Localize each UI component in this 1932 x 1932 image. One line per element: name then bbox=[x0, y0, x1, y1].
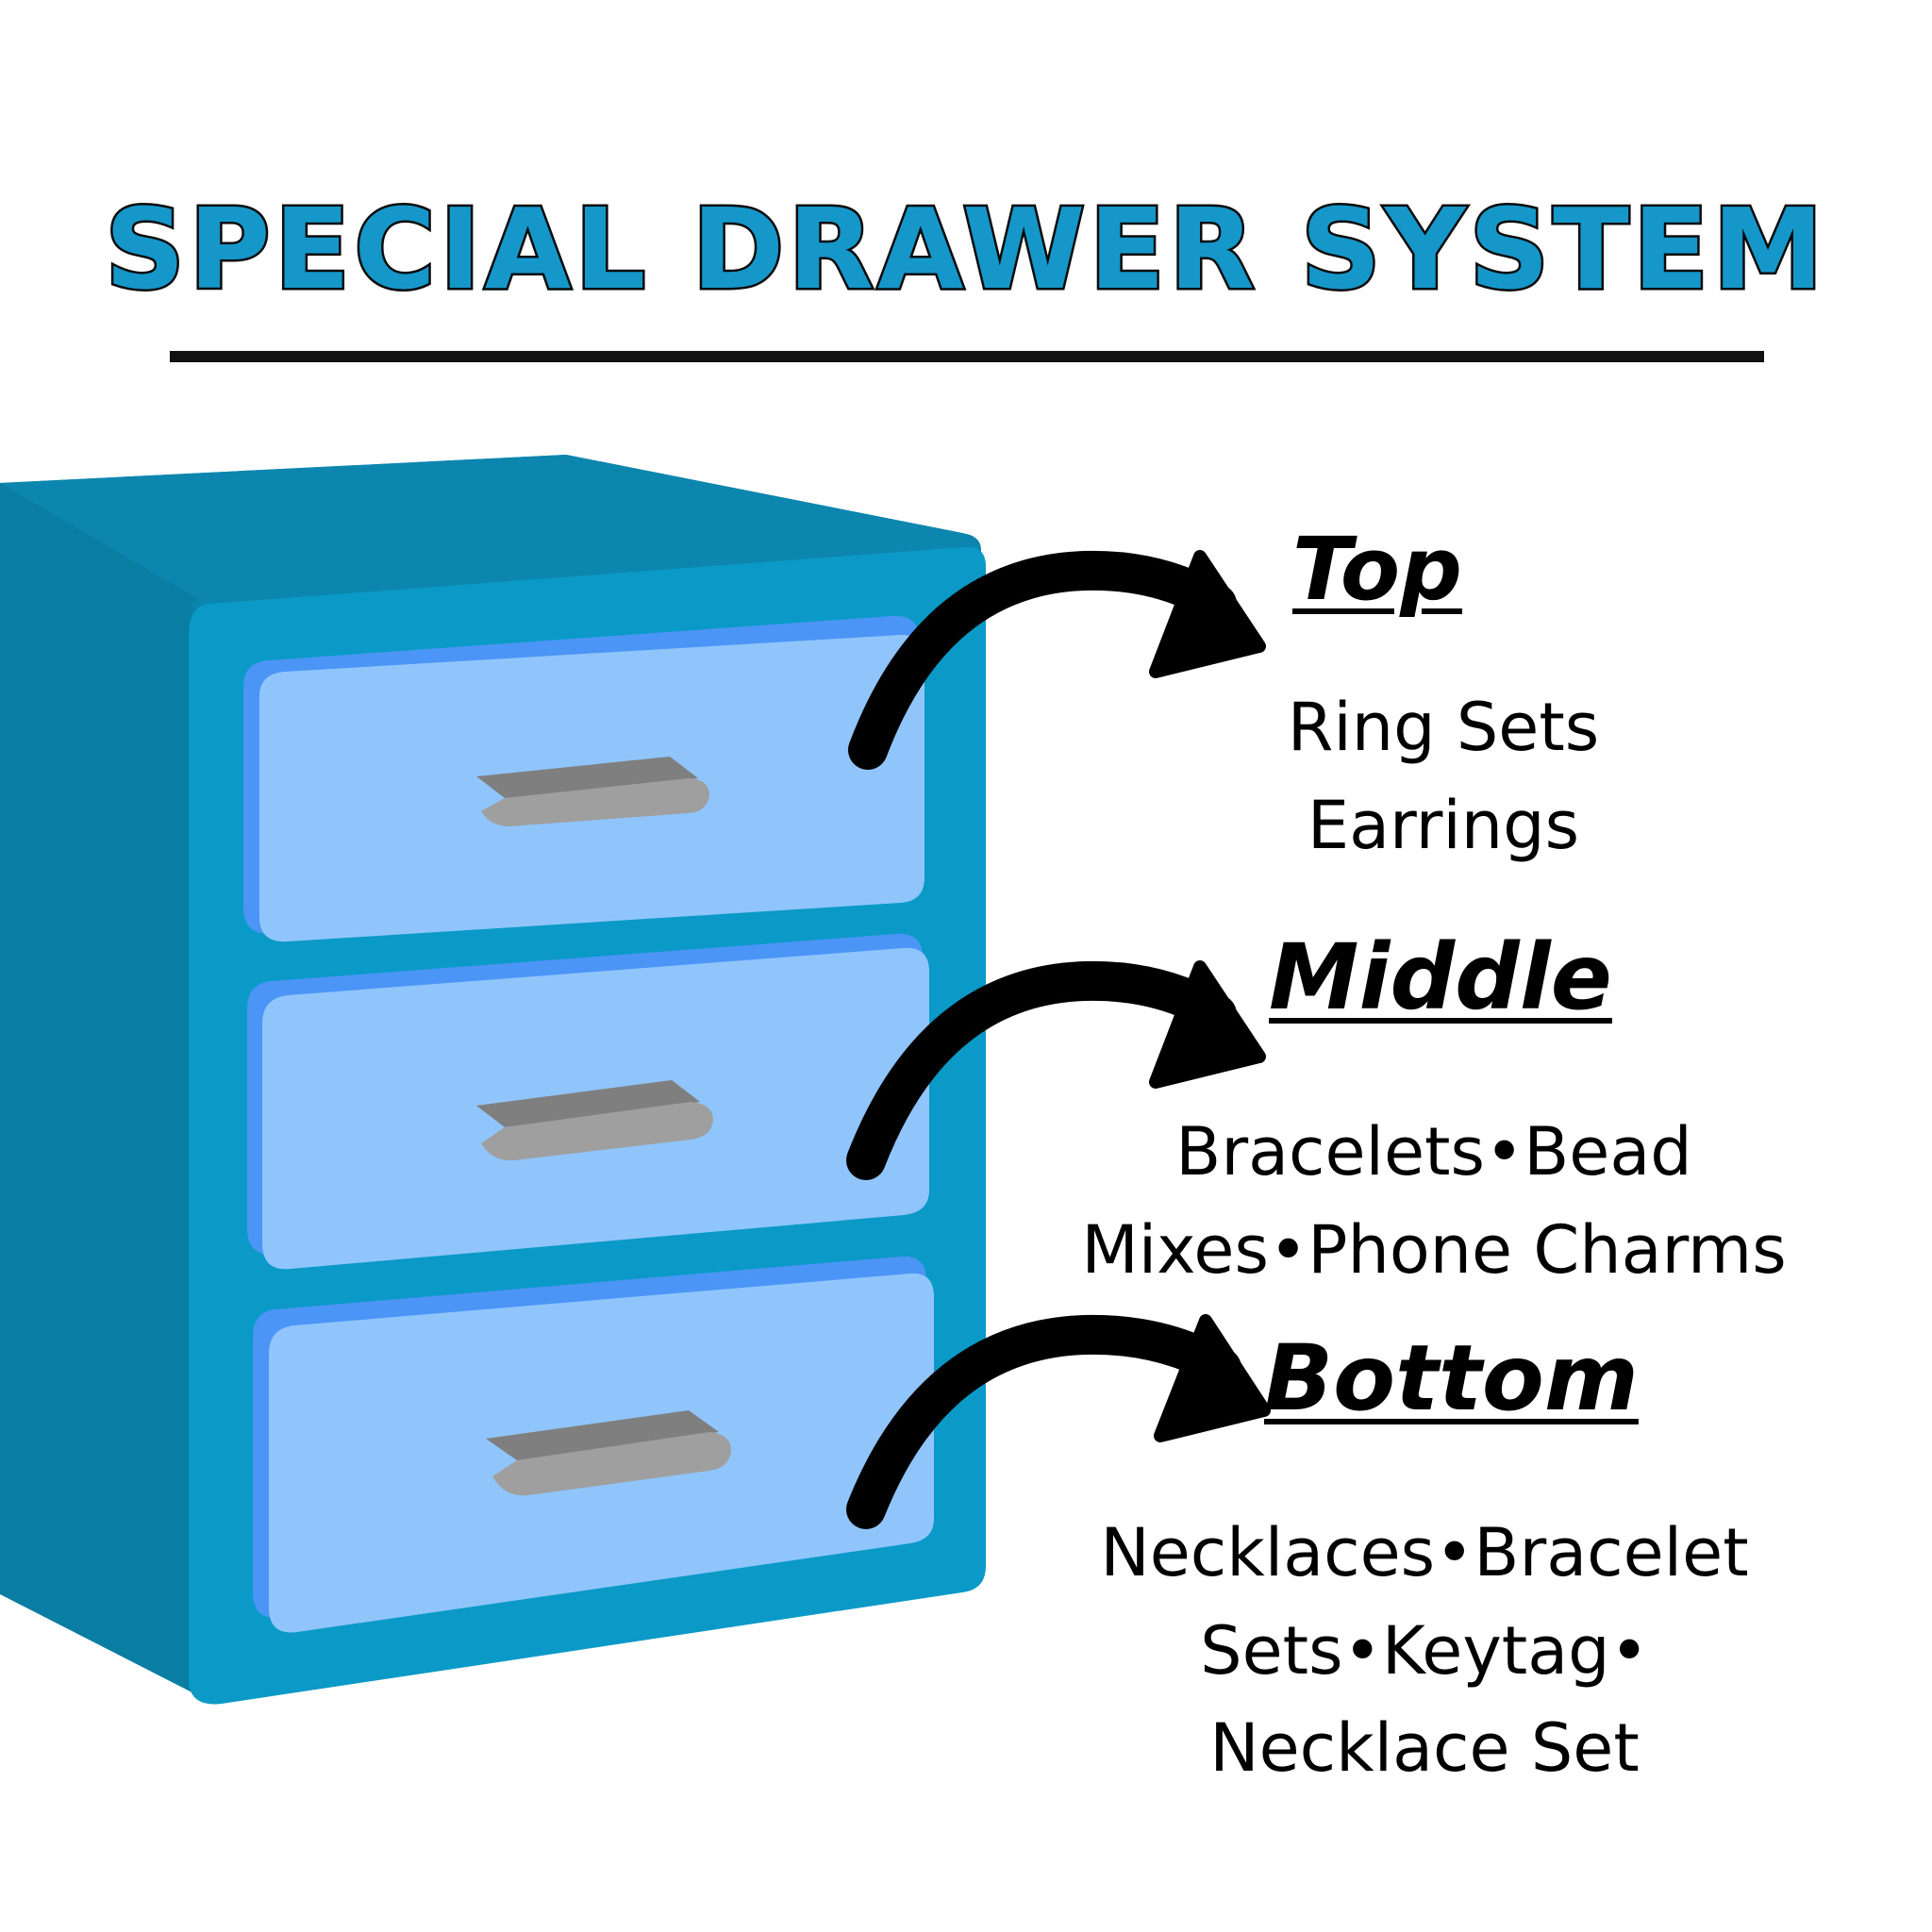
drawer-handle-middle bbox=[476, 1080, 713, 1161]
title-underline bbox=[170, 351, 1764, 362]
drawer-handle-top bbox=[476, 757, 709, 826]
curved-arrow-icon bbox=[846, 960, 1266, 1180]
drawer-handle-bottom bbox=[486, 1410, 731, 1496]
section-items-top: Ring Sets Earrings bbox=[1287, 689, 1600, 864]
section-heading-bottom: Bottom bbox=[1264, 1325, 1639, 1431]
section-heading-top: Top bbox=[1292, 519, 1462, 620]
drawer-top[interactable] bbox=[243, 615, 924, 942]
drawer-bottom[interactable] bbox=[253, 1256, 934, 1633]
drawer-middle[interactable] bbox=[247, 933, 929, 1270]
curved-arrow-icon bbox=[846, 1314, 1271, 1529]
curved-arrow-icon bbox=[848, 550, 1266, 770]
section-heading-middle: Middle bbox=[1269, 924, 1612, 1030]
section-items-bottom: Necklaces•Bracelet Sets•Keytag• Necklace… bbox=[1100, 1514, 1749, 1788]
page-title: SPECIAL DRAWER SYSTEM bbox=[103, 182, 1827, 317]
section-items-middle: Bracelets•Bead Mixes•Phone Charms bbox=[1081, 1113, 1787, 1289]
